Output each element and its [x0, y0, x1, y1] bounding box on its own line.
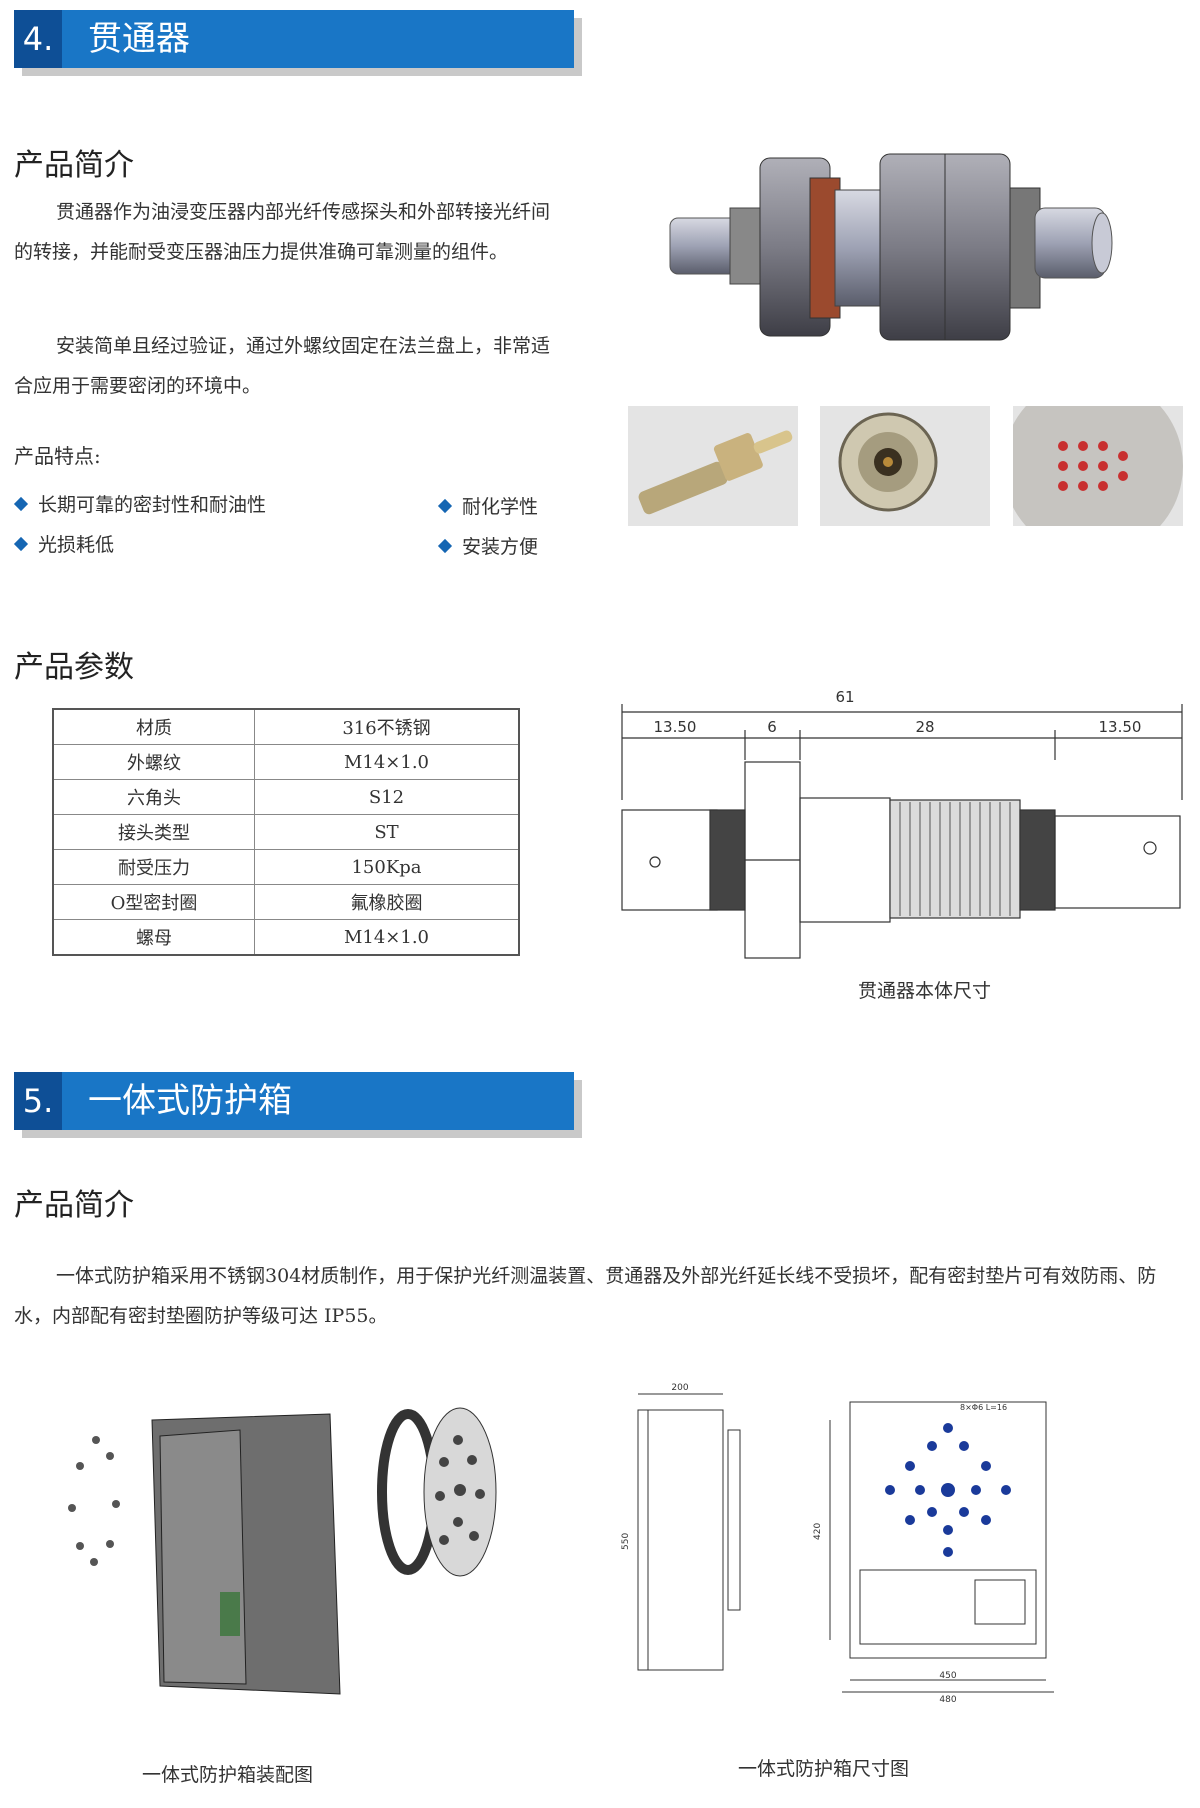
param-value: M14×1.0 [254, 919, 520, 956]
dim-thread: 28 [915, 718, 934, 736]
feedthrough-dimension-drawing: 61 13.50 6 28 13.50 [621, 688, 1183, 959]
param-key: 材质 [52, 708, 255, 745]
bullet-icon [437, 498, 453, 514]
header-bar [14, 10, 574, 68]
param-value: S12 [254, 779, 520, 815]
assembly-caption: 一体式防护箱装配图 [142, 1764, 314, 1786]
section-4-header: 4. 贯通器 [14, 10, 582, 76]
dim-480: 480 [939, 1695, 956, 1705]
param-value: M14×1.0 [254, 744, 520, 780]
dim-550: 550 [621, 1533, 631, 1550]
param-key: 接头类型 [52, 814, 255, 850]
dim-hex: 6 [767, 718, 777, 736]
param-value: 氟橡胶圈 [254, 884, 520, 920]
dim-420: 420 [813, 1523, 823, 1540]
feature-item: 耐化学性 [437, 492, 539, 519]
feedthrough-photo-side-graphic [638, 430, 793, 515]
dimension-caption: 贯通器本体尺寸 [858, 980, 992, 1002]
feature-item: 安装方便 [437, 532, 539, 559]
param-key: 耐受压力 [52, 849, 255, 885]
intro-paragraph: 一体式防护箱采用不锈钢304材质制作，用于保护光纤测温装置、贯通器及外部光纤延长… [14, 1265, 1157, 1327]
dim-left: 13.50 [654, 718, 697, 736]
section-5-header: 5. 一体式防护箱 [14, 1072, 582, 1138]
bullet-icon [13, 496, 29, 512]
params-heading: 产品参数 [14, 650, 134, 685]
feature-label: 安装方便 [462, 536, 539, 558]
feedthrough-photo-side [628, 406, 798, 526]
protection-box-dimension-drawing: 200 550 420 450 480 8×Φ6 L=16 [621, 1383, 1054, 1705]
param-key: 六角头 [52, 779, 255, 815]
table-row: O型密封圈氟橡胶圈 [52, 884, 520, 920]
dim-450: 450 [939, 1671, 956, 1681]
dim-200: 200 [671, 1383, 688, 1393]
intro-heading: 产品简介 [14, 148, 134, 183]
param-value: 150Kpa [254, 849, 520, 885]
feature-item: 长期可靠的密封性和耐油性 [13, 490, 267, 517]
feedthrough-photo-end [820, 406, 990, 526]
param-key: O型密封圈 [52, 884, 255, 920]
section-number: 4. [14, 10, 62, 68]
feature-item: 光损耗低 [13, 530, 115, 557]
protection-box-assembly-drawing [68, 1407, 497, 1695]
flange-photo-graphic [1013, 406, 1183, 526]
section-title: 一体式防护箱 [88, 1081, 292, 1121]
feature-label: 耐化学性 [462, 496, 539, 518]
intro-paragraph-1: 贯通器作为油浸变压器内部光纤传感探头和外部转接光纤间的转接，并能耐受变压器油压力… [14, 201, 551, 263]
bullet-icon [437, 538, 453, 554]
dim-right: 13.50 [1099, 718, 1142, 736]
section-title: 贯通器 [88, 19, 190, 59]
header-bar [14, 1072, 574, 1130]
intro-heading: 产品简介 [14, 1188, 134, 1223]
flange-photo [1013, 406, 1183, 526]
param-value: ST [254, 814, 520, 850]
param-key: 螺母 [52, 919, 255, 956]
feature-label: 长期可靠的密封性和耐油性 [38, 494, 267, 516]
feedthrough-render [669, 153, 1113, 341]
feature-label: 光损耗低 [38, 534, 115, 556]
feedthrough-photo-end-graphic [838, 412, 938, 512]
intro-paragraph-2: 安装简单且经过验证，通过外螺纹固定在法兰盘上，非常适合应用于需要密闭的环境中。 [14, 335, 551, 397]
dim-holes: 8×Φ6 L=16 [960, 1403, 1007, 1412]
dimension-caption: 一体式防护箱尺寸图 [738, 1758, 910, 1780]
param-key: 外螺纹 [52, 744, 255, 780]
bullet-icon [13, 536, 29, 552]
section-number: 5. [14, 1072, 62, 1130]
dim-total: 61 [835, 688, 854, 706]
features-heading: 产品特点: [14, 444, 101, 468]
param-value: 316不锈钢 [254, 708, 520, 745]
